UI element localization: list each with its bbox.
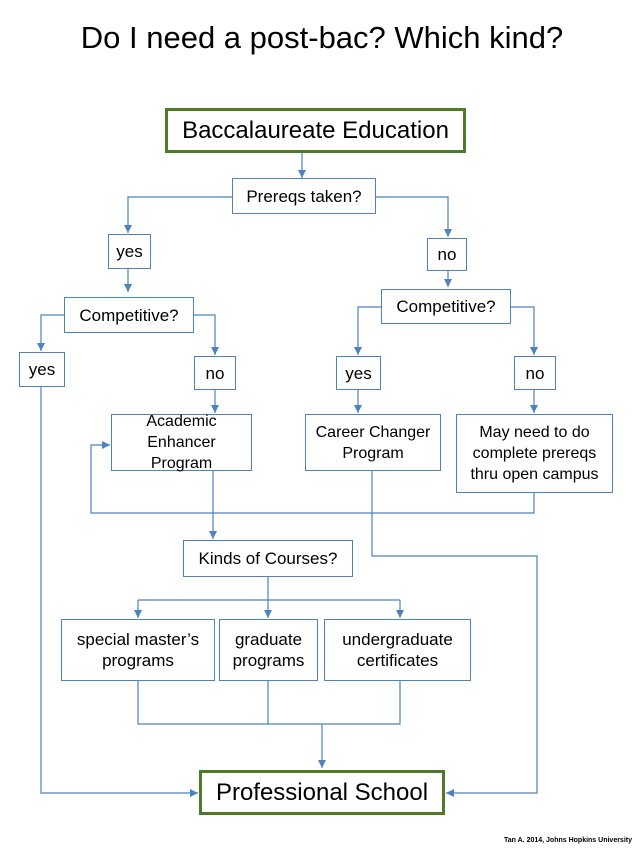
node-open-campus-prereqs: May need to do complete prereqs thru ope…: [456, 414, 613, 493]
node-no-left: no: [194, 356, 236, 390]
node-special-masters-programs: special master’s programs: [61, 619, 215, 681]
connector-prereqs-no: [376, 196, 452, 237]
connector-competitive-left-yes: [37, 314, 65, 351]
node-no-right: no: [514, 356, 556, 390]
connector-prereqs-yes: [124, 196, 234, 233]
connector-competitive-left-no: [193, 314, 219, 355]
node-yes-right: yes: [336, 356, 381, 390]
connector-kinds-options: [138, 577, 400, 601]
node-undergraduate-certificates: undergraduate certificates: [324, 619, 471, 681]
node-competitive-left: Competitive?: [64, 297, 194, 333]
node-no-prereqs: no: [427, 238, 467, 271]
credit-line: Tan A. 2014, Johns Hopkins University: [504, 837, 632, 844]
connector-career-professional: [371, 471, 538, 797]
node-competitive-right: Competitive?: [381, 289, 511, 324]
connector-open-campus-loop: [90, 441, 535, 514]
node-professional-school: Professional School: [199, 770, 445, 815]
connector-competitive-right-yes: [354, 306, 382, 355]
node-kinds-of-courses: Kinds of Courses?: [183, 540, 353, 577]
node-career-changer-program: Career Changer Program: [305, 414, 441, 471]
node-prereqs-taken: Prereqs taken?: [232, 178, 376, 214]
node-baccalaureate-education: Baccalaureate Education: [165, 108, 466, 153]
connector-competitive-right-no: [510, 306, 538, 355]
node-academic-enhancer-program: Academic Enhancer Program: [111, 413, 252, 472]
connector-options-merge: [137, 681, 401, 725]
node-graduate-programs: graduate programs: [219, 619, 318, 681]
connector-yes-left-professional: [40, 387, 198, 797]
node-yes-left: yes: [19, 352, 65, 387]
page-title: Do I need a post-bac? Which kind?: [80, 20, 564, 55]
node-yes-prereqs: yes: [108, 234, 151, 269]
